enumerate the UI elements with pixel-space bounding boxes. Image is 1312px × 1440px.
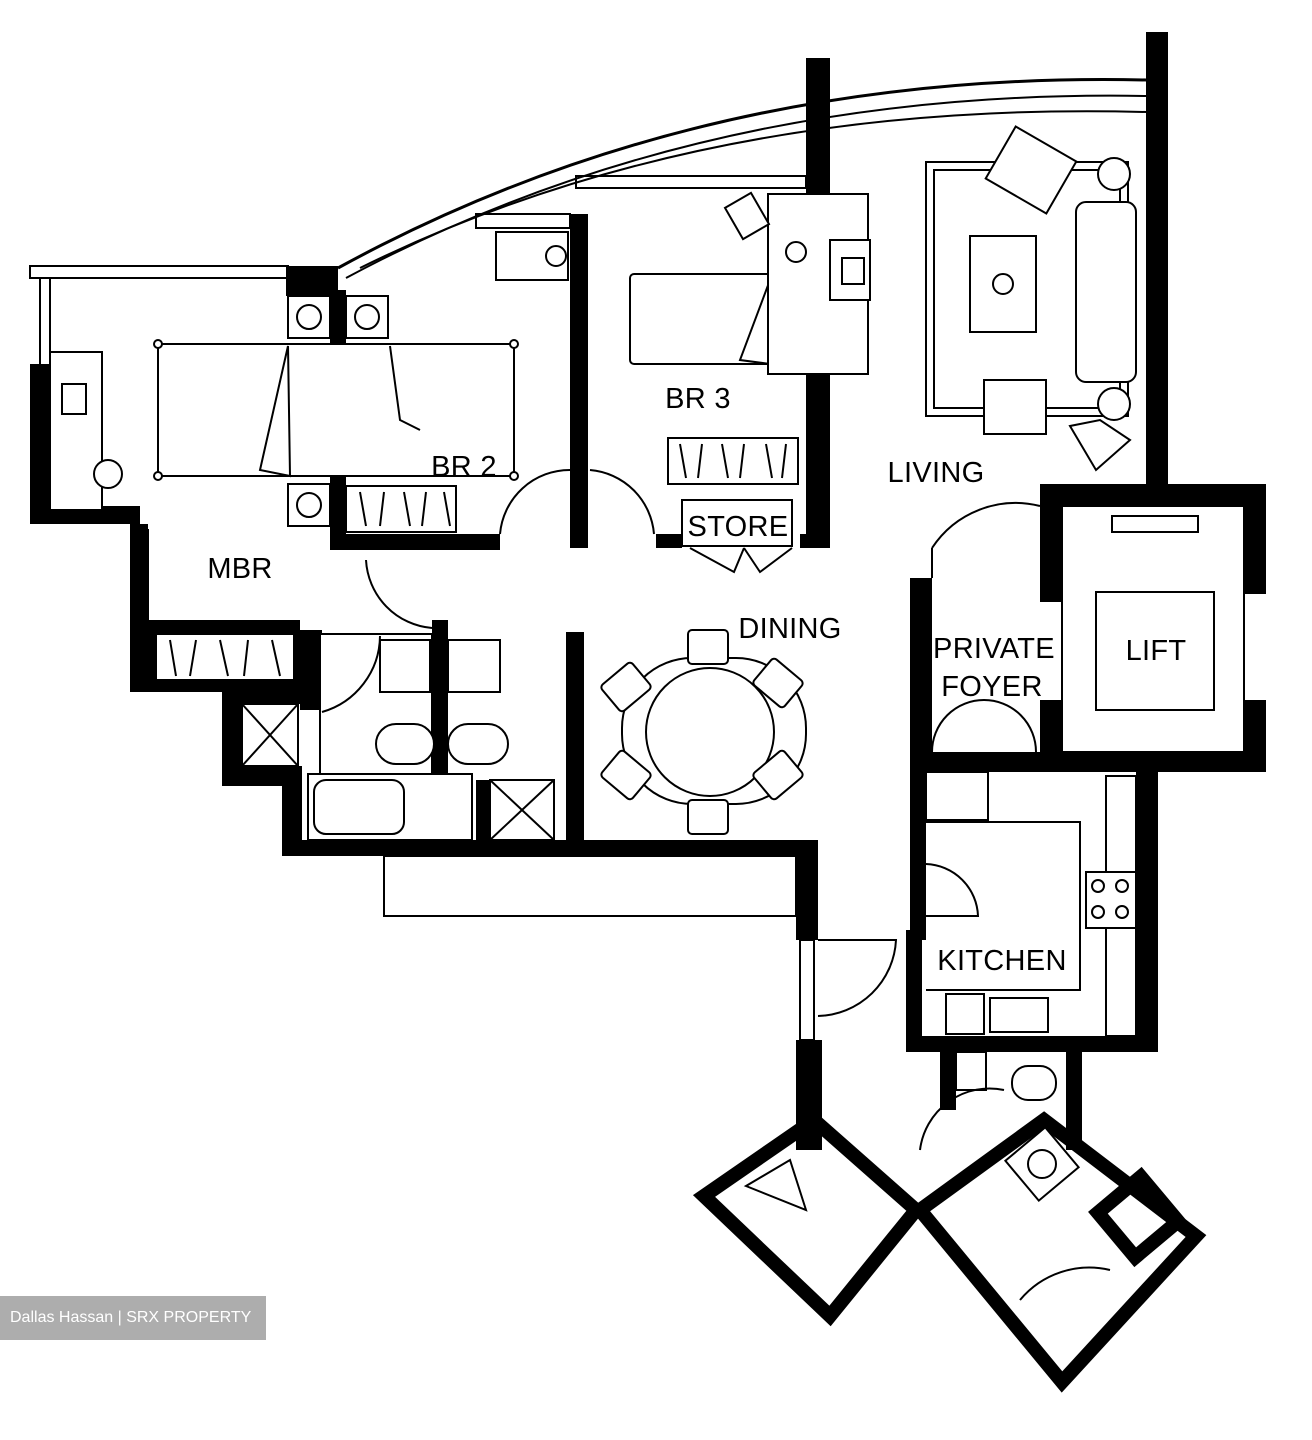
mbr-furniture [49, 295, 519, 681]
label-mbr: MBR [207, 553, 272, 585]
label-living: LIVING [888, 457, 985, 489]
label-dining: DINING [738, 613, 841, 645]
curved-facade [337, 78, 1147, 279]
label-kitchen: KITCHEN [937, 945, 1066, 977]
label-lift: LIFT [1126, 635, 1187, 667]
lower-wings [692, 1111, 1207, 1393]
label-store: STORE [688, 511, 789, 543]
label-br3: BR 3 [665, 383, 731, 415]
foyer-lift-details [931, 505, 1245, 753]
br2-furniture [345, 231, 655, 535]
label-private-foyer-2: FOYER [941, 671, 1042, 703]
living-furniture [925, 125, 1137, 472]
kitchen-details [817, 771, 1137, 1035]
label-private-foyer-1: PRIVATE [933, 633, 1055, 665]
watermark: Dallas Hassan | SRX PROPERTY [0, 1296, 266, 1340]
mbr-door [365, 559, 433, 629]
room-labels: MBR BR 2 BR 3 STORE LIVING DINING PRIVAT… [207, 383, 1186, 977]
dining-table [600, 629, 807, 835]
bath-fixtures [241, 633, 555, 841]
label-br2: BR 2 [431, 451, 497, 483]
service-fixtures [743, 1051, 1111, 1301]
br3-furniture [629, 191, 871, 574]
living-door [931, 501, 1041, 578]
